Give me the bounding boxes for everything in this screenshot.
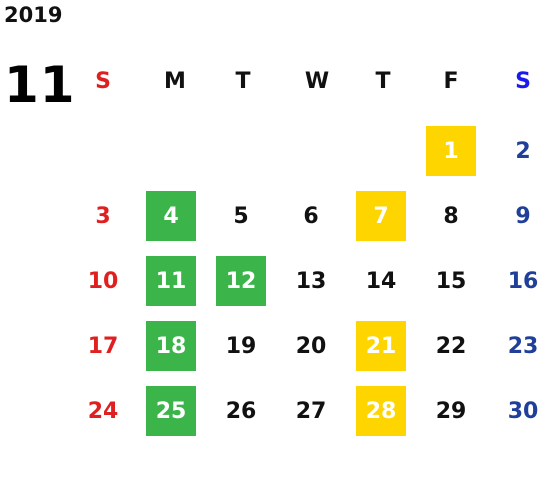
calendar-day-17-sunday: 17 (87, 333, 119, 359)
calendar-day-25-monday: 25 (146, 386, 196, 436)
calendar-day-6-wednesday: 6 (303, 203, 319, 229)
calendar-day-16-saturday: 16 (507, 268, 539, 294)
calendar-year: 2019 (4, 3, 63, 27)
weekday-header-wednesday: W (304, 68, 330, 94)
calendar-day-9-saturday: 9 (515, 203, 531, 229)
calendar-day-26-tuesday: 26 (225, 398, 257, 424)
calendar-day-22-friday: 22 (435, 333, 467, 359)
calendar-week-row: 17 18 19 20 21 22 23 (68, 321, 548, 371)
calendar-day-2-saturday: 2 (515, 138, 531, 164)
calendar-day-11-monday: 11 (146, 256, 196, 306)
calendar-day-19-tuesday: 19 (225, 333, 257, 359)
calendar-day-1-friday: 1 (426, 126, 476, 176)
weekday-header-saturday: S (515, 68, 531, 94)
weekday-header-sunday: S (95, 68, 111, 94)
calendar-day-24-sunday: 24 (87, 398, 119, 424)
calendar-empty-cell (78, 126, 128, 176)
calendar-week-row: 24 25 26 27 28 29 30 (68, 386, 548, 436)
calendar-day-7-thursday: 7 (356, 191, 406, 241)
weekday-header-monday: M (164, 68, 186, 94)
calendar-day-21-thursday: 21 (356, 321, 406, 371)
calendar-day-10-sunday: 10 (87, 268, 119, 294)
calendar-day-30-saturday: 30 (507, 398, 539, 424)
calendar-day-23-saturday: 23 (507, 333, 539, 359)
calendar-day-13-wednesday: 13 (295, 268, 327, 294)
calendar-month: 11 (4, 56, 76, 114)
calendar-empty-cell (146, 126, 196, 176)
calendar-empty-cell (216, 126, 266, 176)
weekday-header-friday: F (443, 68, 459, 94)
calendar-week-row: 10 11 12 13 14 15 16 (68, 256, 548, 306)
calendar-week-row: 3 4 5 6 7 8 9 (68, 191, 548, 241)
calendar-day-12-tuesday: 12 (216, 256, 266, 306)
calendar-day-4-monday: 4 (146, 191, 196, 241)
calendar-day-20-wednesday: 20 (295, 333, 327, 359)
calendar-day-14-thursday: 14 (365, 268, 397, 294)
calendar-day-18-monday: 18 (146, 321, 196, 371)
calendar-day-3-sunday: 3 (95, 203, 111, 229)
calendar-day-29-friday: 29 (435, 398, 467, 424)
calendar-empty-cell (356, 126, 406, 176)
calendar-day-28-thursday: 28 (356, 386, 406, 436)
calendar-empty-cell (286, 126, 336, 176)
weekday-header-tuesday: T (235, 68, 251, 94)
calendar-day-8-friday: 8 (443, 203, 459, 229)
calendar-day-5-tuesday: 5 (233, 203, 249, 229)
calendar-day-15-friday: 15 (435, 268, 467, 294)
calendar-day-27-wednesday: 27 (295, 398, 327, 424)
weekday-header-thursday: T (375, 68, 391, 94)
weekday-header-row: S M T W T F S (68, 56, 548, 106)
